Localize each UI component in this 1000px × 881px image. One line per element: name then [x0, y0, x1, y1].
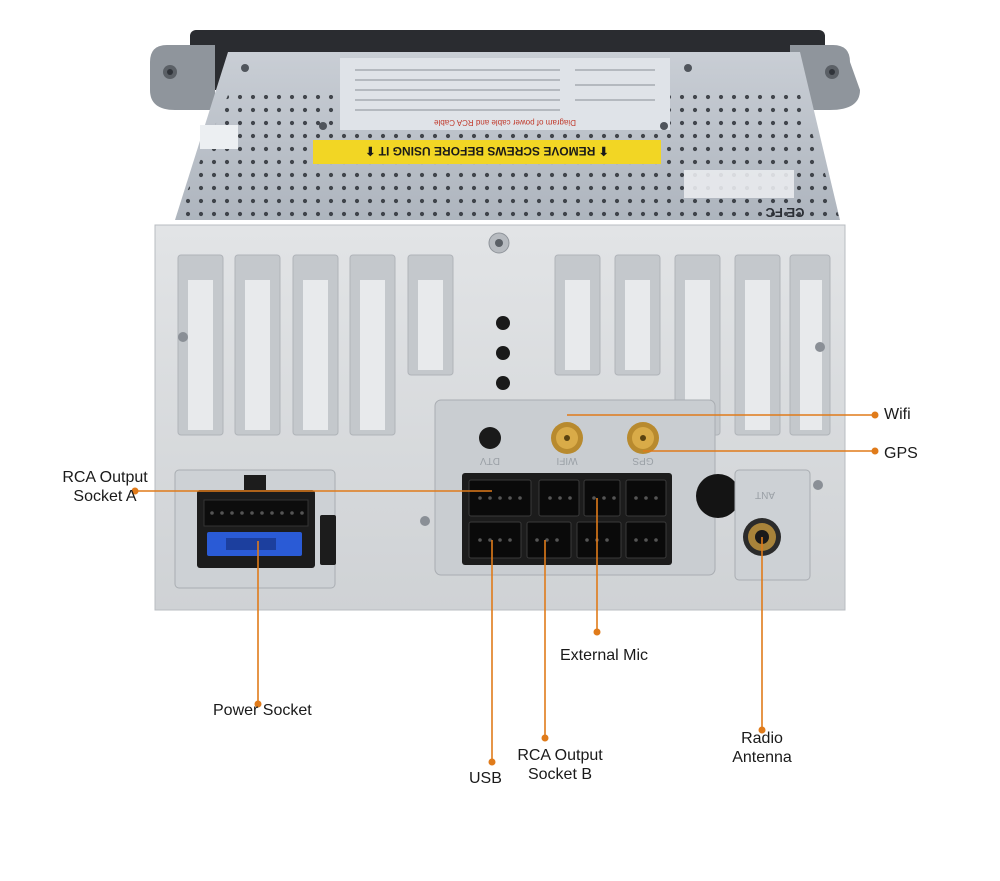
- rca-usb-connectors: [462, 473, 672, 565]
- ant-port-label: ANT: [755, 489, 775, 500]
- callout-dot-external-mic: [593, 628, 601, 636]
- label-rca-b-line1: RCA Output: [517, 747, 603, 764]
- label-rca-output-socket-b: RCA Output Socket B: [490, 746, 630, 784]
- ce-fcc-mark: CE FC: [765, 205, 805, 220]
- microphone-grommet: [696, 474, 740, 518]
- gps-port-label: GPS: [632, 455, 653, 466]
- label-rca-a-line1: RCA Output: [62, 469, 148, 486]
- certification-label: CE FC: [684, 170, 805, 220]
- label-wifi: Wifi: [884, 406, 911, 423]
- svg-text:Diagram of power cable and RCA: Diagram of power cable and RCA Cable: [434, 118, 576, 127]
- callout-dot-gps: [871, 447, 879, 455]
- dtv-port: DTV: [479, 427, 501, 466]
- label-radio-antenna: Radio Antenna: [712, 729, 812, 767]
- label-external-mic: External Mic: [560, 647, 649, 664]
- callout-dot-power: [254, 700, 262, 708]
- label-usb: USB: [469, 770, 502, 787]
- wifi-port-label: WIFI: [556, 455, 577, 466]
- mounting-ear-left: [150, 45, 215, 110]
- label-rca-a-line2: Socket A: [73, 488, 137, 505]
- dtv-port-label: DTV: [480, 455, 500, 466]
- power-connector: [197, 475, 336, 568]
- warning-sticker-text: ⬆ REMOVE SCREWS BEFORE USING IT ⬆: [365, 144, 608, 158]
- callout-dot-usb: [488, 758, 496, 766]
- radio-antenna-socket: ANT: [734, 469, 811, 581]
- label-power-socket: Power Socket: [213, 702, 312, 719]
- callout-dot-radio: [758, 726, 766, 734]
- label-radio-line1: Radio: [741, 730, 783, 747]
- callout-lines: [135, 414, 875, 762]
- label-rca-b-line2: Socket B: [527, 766, 593, 783]
- gps-antenna-port: GPS: [627, 422, 659, 466]
- warning-sticker: ⬆ REMOVE SCREWS BEFORE USING IT ⬆: [313, 140, 661, 164]
- callout-dot-rca-b: [541, 734, 549, 742]
- callout-dot-rca-a: [131, 487, 139, 495]
- wifi-antenna-port: WIFI: [551, 422, 583, 466]
- callout-dots: [131, 411, 879, 766]
- label-radio-line2: Antenna: [732, 749, 792, 766]
- label-gps: GPS: [884, 445, 918, 462]
- label-rca-output-socket-a: RCA Output Socket A: [30, 468, 180, 506]
- callout-dot-wifi: [871, 411, 879, 419]
